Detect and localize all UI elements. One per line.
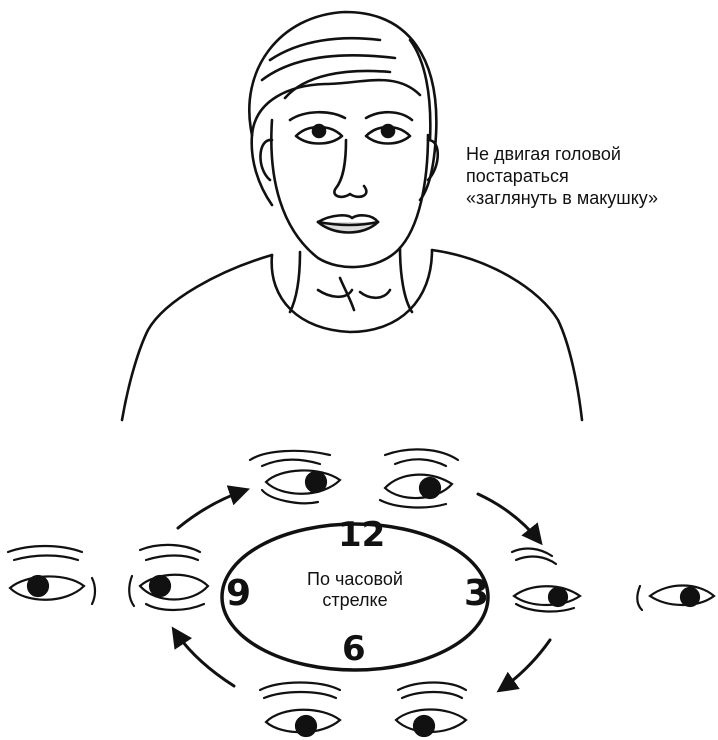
clock-number-12: 12	[338, 518, 385, 552]
eyebrow-left	[290, 112, 345, 120]
shoulders	[122, 255, 272, 420]
eye-look-down-right	[396, 683, 466, 737]
caption-line-2: постараться	[466, 165, 658, 187]
nose	[334, 140, 366, 197]
clock-number-9: 9	[226, 576, 251, 612]
eye-look-left-inner	[129, 545, 208, 610]
eye-look-down-left	[260, 683, 340, 737]
eye-look-up-right	[380, 449, 458, 507]
eye-look-right-inner	[512, 549, 580, 612]
clock-center-line-1: По часовой	[290, 569, 420, 590]
person-figure	[122, 12, 582, 420]
caption-line-3: «заглянуть в макушку»	[466, 187, 658, 209]
arrow-bottom-left	[174, 630, 234, 686]
eye-look-up-left	[250, 451, 340, 503]
clock-number-6: 6	[342, 632, 366, 666]
clock-center-line-2: стрелке	[290, 590, 420, 611]
caption-line-1: Не двигая головой	[466, 143, 658, 165]
instruction-caption: Не двигая головой постараться «заглянуть…	[466, 143, 658, 209]
eye-left	[296, 125, 342, 144]
eye-right	[366, 125, 410, 144]
eye-look-left-outer	[8, 546, 95, 604]
arrow-top-left	[178, 490, 246, 528]
neck	[290, 252, 300, 312]
arrow-top-right	[478, 494, 540, 542]
mouth	[318, 215, 378, 232]
eye-look-right-outer	[637, 586, 714, 611]
clock-center-label: По часовой стрелке	[290, 569, 420, 611]
arrow-bottom-right	[500, 640, 550, 690]
eyebrow-right	[366, 112, 412, 120]
clock-number-3: 3	[464, 576, 489, 612]
